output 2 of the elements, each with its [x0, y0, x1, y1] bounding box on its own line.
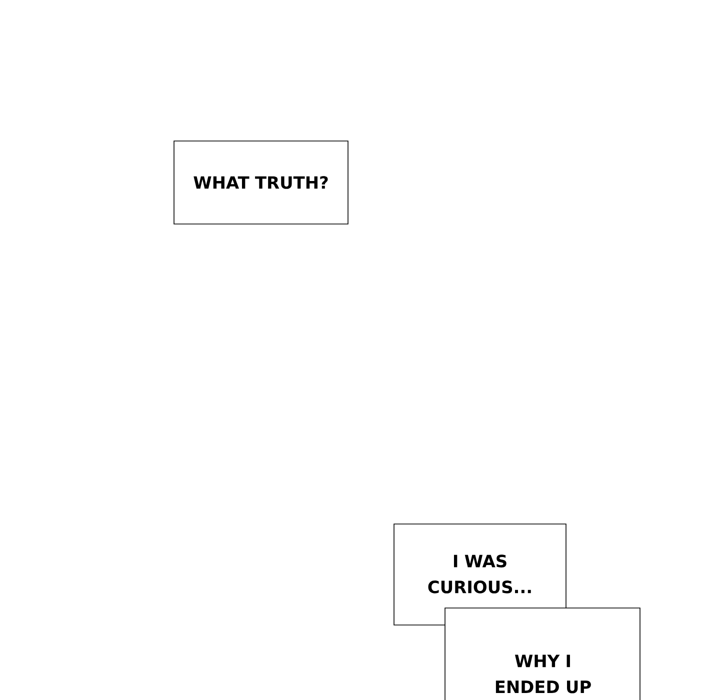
caption-box: WHY I ENDED UP	[444, 608, 640, 700]
caption-box: WHAT TRUTH?	[174, 140, 348, 224]
